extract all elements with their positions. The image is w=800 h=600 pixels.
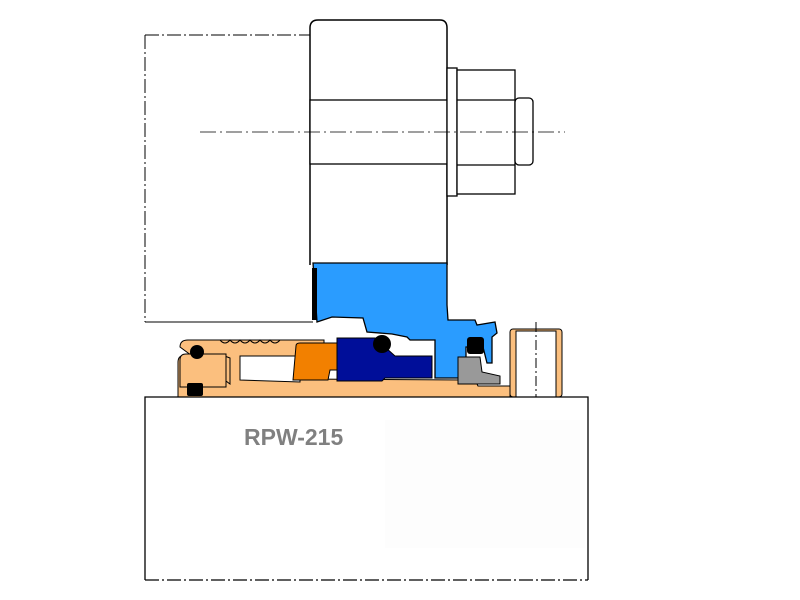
sleeve-collar	[179, 353, 227, 388]
sleeve-threads	[219, 339, 281, 344]
housing-outline	[144, 34, 313, 323]
shaft	[144, 396, 589, 581]
shaft-highlight	[385, 420, 585, 548]
o-ring	[190, 345, 204, 359]
o-ring	[187, 383, 203, 396]
gasket	[312, 268, 317, 320]
o-ring	[373, 335, 391, 353]
model-label: RPW-215	[244, 424, 344, 450]
set-collar	[509, 322, 563, 398]
carbon-ring	[292, 342, 338, 381]
stationary-seat	[457, 356, 501, 385]
o-ring	[467, 337, 484, 354]
o-rings	[187, 335, 484, 396]
